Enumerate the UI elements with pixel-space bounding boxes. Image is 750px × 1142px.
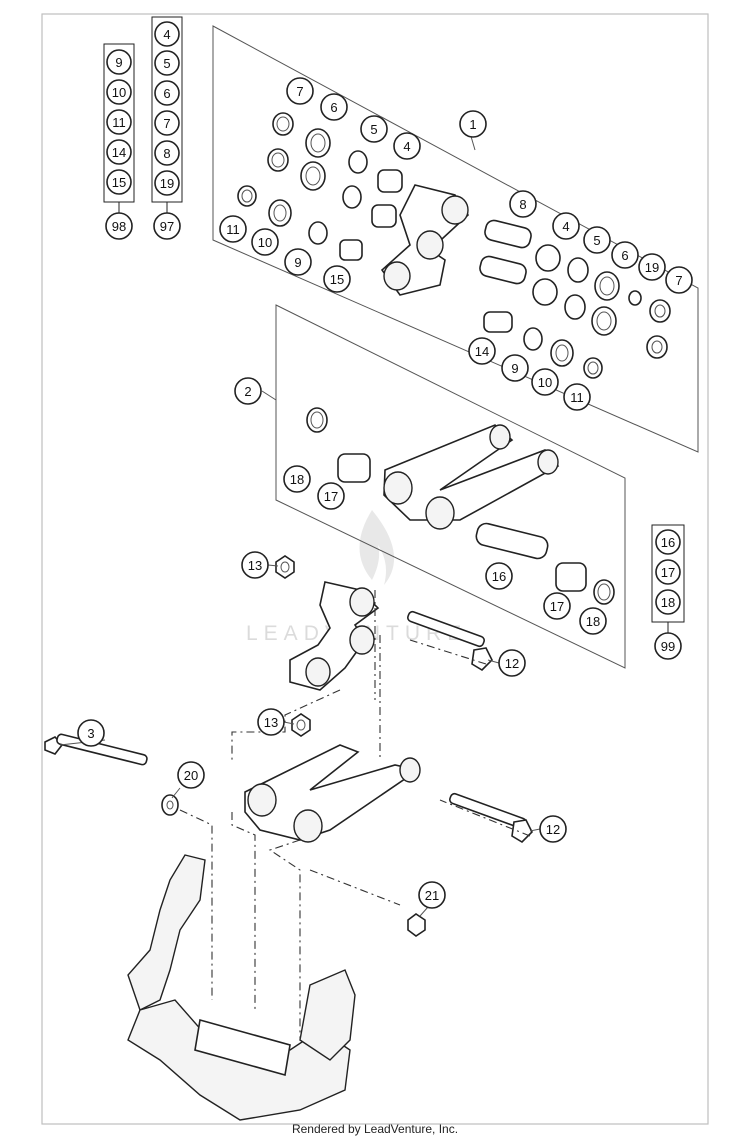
svg-text:9: 9 xyxy=(511,361,518,376)
svg-text:7: 7 xyxy=(675,273,682,288)
callout-2: 2 xyxy=(234,377,262,405)
footer-credit: Rendered by LeadVenture, Inc. xyxy=(291,1122,459,1136)
callout-18-left: 18 xyxy=(283,465,311,493)
callout-11-left: 11 xyxy=(219,215,247,243)
callout-21: 21 xyxy=(418,881,446,909)
callout-12-bottom: 12 xyxy=(539,815,567,843)
assembly-dashed-lines xyxy=(179,590,531,1040)
callout-labels: 1 2 3 7 6 5 4 11 10 9 15 8 4 5 6 19 7 14… xyxy=(77,77,693,909)
callout-11-right: 11 xyxy=(563,383,591,411)
svg-text:14: 14 xyxy=(475,344,489,359)
kit2-parts xyxy=(306,407,615,605)
callout-10-right: 10 xyxy=(531,368,559,396)
kit1-rocker-link xyxy=(380,184,470,296)
callout-10-left: 10 xyxy=(251,228,279,256)
kit97-item-6: 19 xyxy=(160,176,174,191)
kit1-left-parts xyxy=(237,112,403,261)
assembly-parts xyxy=(44,555,533,1121)
kit99-item-3: 18 xyxy=(661,595,675,610)
callout-8: 8 xyxy=(509,190,537,218)
kit97-item-5: 8 xyxy=(163,146,170,161)
svg-text:4: 4 xyxy=(562,219,569,234)
kit98-item-3: 11 xyxy=(112,115,126,130)
kit-98-list: 9 10 11 14 15 98 xyxy=(103,43,135,240)
callout-17-left: 17 xyxy=(317,482,345,510)
svg-text:13: 13 xyxy=(264,715,278,730)
kit99-number: 99 xyxy=(661,639,675,654)
svg-text:5: 5 xyxy=(593,233,600,248)
svg-text:2: 2 xyxy=(244,384,251,399)
kit97-item-4: 7 xyxy=(163,116,170,131)
kit97-item-3: 6 xyxy=(163,86,170,101)
svg-text:13: 13 xyxy=(248,558,262,573)
callout-5-right: 5 xyxy=(583,226,611,254)
svg-text:17: 17 xyxy=(550,599,564,614)
callout-leaders xyxy=(59,564,541,917)
svg-text:1: 1 xyxy=(469,117,476,132)
svg-text:4: 4 xyxy=(403,139,410,154)
svg-text:10: 10 xyxy=(538,375,552,390)
callout-9-left: 9 xyxy=(284,248,312,276)
kit97-number: 97 xyxy=(160,219,174,234)
kit98-item-2: 10 xyxy=(112,85,126,100)
callout-12-top: 12 xyxy=(498,649,526,677)
kit98-item-5: 15 xyxy=(112,175,126,190)
svg-text:7: 7 xyxy=(296,84,303,99)
callout-3: 3 xyxy=(77,719,105,747)
svg-text:6: 6 xyxy=(621,248,628,263)
svg-text:18: 18 xyxy=(586,614,600,629)
svg-text:3: 3 xyxy=(87,726,94,741)
kit1-panel xyxy=(212,25,699,453)
callout-18-right: 18 xyxy=(579,607,607,635)
callout-7-right: 7 xyxy=(665,266,693,294)
svg-text:15: 15 xyxy=(330,272,344,287)
svg-text:21: 21 xyxy=(425,888,439,903)
kit98-number: 98 xyxy=(112,219,126,234)
kit97-item-2: 5 xyxy=(163,56,170,71)
callout-19: 19 xyxy=(638,253,666,281)
callout-15: 15 xyxy=(323,265,351,293)
kit1-right-parts xyxy=(479,219,671,379)
callout-16: 16 xyxy=(485,562,513,590)
svg-text:12: 12 xyxy=(546,822,560,837)
callout-14: 14 xyxy=(468,337,496,365)
svg-text:17: 17 xyxy=(324,489,338,504)
svg-text:6: 6 xyxy=(330,100,337,115)
svg-text:5: 5 xyxy=(370,122,377,137)
svg-text:10: 10 xyxy=(258,235,272,250)
callout-13-top: 13 xyxy=(241,551,269,579)
scan-frame xyxy=(41,13,709,1125)
callout-6-top: 6 xyxy=(320,93,348,121)
kit98-item-4: 14 xyxy=(112,145,126,160)
kit97-item-1: 4 xyxy=(163,27,170,42)
svg-text:20: 20 xyxy=(184,768,198,783)
svg-text:16: 16 xyxy=(492,569,506,584)
svg-text:19: 19 xyxy=(645,260,659,275)
svg-text:8: 8 xyxy=(519,197,526,212)
svg-text:11: 11 xyxy=(570,390,584,405)
svg-text:11: 11 xyxy=(226,222,240,237)
callout-5-top: 5 xyxy=(360,115,388,143)
svg-text:9: 9 xyxy=(294,255,301,270)
callout-7-top: 7 xyxy=(286,77,314,105)
kit99-item-2: 17 xyxy=(661,565,675,580)
callout-4-top: 4 xyxy=(393,132,421,160)
callout-6-right: 6 xyxy=(611,241,639,269)
svg-text:18: 18 xyxy=(290,472,304,487)
callout-1: 1 xyxy=(459,110,487,138)
kit98-item-1: 9 xyxy=(115,55,122,70)
kit2-panel xyxy=(275,304,626,669)
callout-13-bottom: 13 xyxy=(257,708,285,736)
callout-20: 20 xyxy=(177,761,205,789)
callout-17-right: 17 xyxy=(543,592,571,620)
kit-99-list: 16 17 18 99 xyxy=(651,524,685,660)
callout-4-right: 4 xyxy=(552,212,580,240)
kit-97-list: 4 5 6 7 8 19 97 xyxy=(151,16,183,240)
kit99-item-1: 16 xyxy=(661,535,675,550)
svg-text:12: 12 xyxy=(505,656,519,671)
callout-9-right: 9 xyxy=(501,354,529,382)
